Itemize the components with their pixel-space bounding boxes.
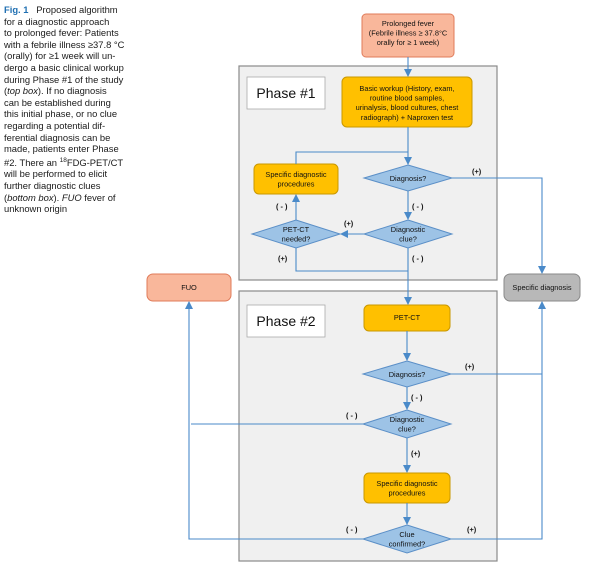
- petct-node: PET-CT: [363, 304, 451, 332]
- node-text-line: clue?: [398, 425, 416, 434]
- arrow-specproc1-to-diagnosis1: [295, 151, 408, 164]
- phase1-label-box: [246, 76, 326, 110]
- label-dx1-pos: (+): [472, 167, 482, 176]
- label-confirm-pos: (+): [467, 525, 477, 534]
- caption-line: to prolonged fever: Patients: [4, 27, 119, 39]
- caption-line: regarding a potential dif-: [4, 119, 106, 131]
- label-spec1-neg: ( - ): [276, 202, 288, 211]
- phase2-label: Phase #2: [256, 313, 315, 329]
- node-text-line: procedures: [389, 489, 426, 498]
- phase1-label: Phase #1: [256, 85, 315, 101]
- label-clue2-neg: ( - ): [346, 411, 358, 420]
- caption-line: will be performed to elicit: [4, 168, 108, 180]
- node-text-line: Diagnostic: [391, 225, 426, 234]
- node-text-line: orally for ≥ 1 week): [377, 38, 439, 47]
- prolonged-fever-node: Prolonged fever(Febrile illness ≥ 37.8°C…: [361, 13, 455, 58]
- arrow-confirm-to-specificdx: [451, 301, 546, 540]
- basic-workup-text: Basic workup (History, exam,routine bloo…: [356, 84, 459, 122]
- caption-line: #2. There an 18FDG-PET/CT: [4, 156, 124, 168]
- node-text-line: Prolonged fever: [382, 19, 435, 28]
- caption-line: can be established during: [4, 96, 111, 108]
- node-text-line: Diagnosis?: [390, 174, 427, 183]
- caption-line: (top box). If no diagnosis: [4, 85, 107, 97]
- label-clue1-neg: ( - ): [412, 254, 424, 263]
- diagnosis-1-text: Diagnosis?: [390, 174, 427, 183]
- node-text-line: PET-CT: [283, 225, 310, 234]
- specific-diagnosis-node: Specific diagnosis: [503, 273, 581, 302]
- arrow-diagnosis1-to-specificdx: [452, 177, 546, 274]
- label-clue2-pos: (+): [411, 449, 421, 458]
- caption-line: further diagnostic clues: [4, 180, 101, 192]
- node-text-line: Specific diagnosis: [512, 283, 571, 292]
- fuo-text: FUO: [181, 283, 197, 292]
- node-text-line: Basic workup (History, exam,: [359, 84, 454, 93]
- caption-line: made, patients enter Phase: [4, 143, 119, 155]
- caption-line: Proposed algorithm: [31, 4, 118, 15]
- caption-line: ferential diagnosis can be: [4, 131, 111, 143]
- prolonged-fever-text: Prolonged fever(Febrile illness ≥ 37.8°C…: [369, 19, 448, 47]
- fuo-node: FUO: [146, 273, 232, 302]
- label-dx1-neg: ( - ): [412, 202, 424, 211]
- label-dx2-pos: (+): [465, 362, 475, 371]
- node-text-line: Diagnosis?: [389, 370, 426, 379]
- node-text-line: Diagnostic: [390, 415, 425, 424]
- node-text-line: Clue: [399, 530, 414, 539]
- label-clue1-pos: (+): [344, 219, 354, 228]
- diagnosis-2-text: Diagnosis?: [389, 370, 426, 379]
- node-text-line: radiograph) + Naproxen test: [361, 113, 453, 122]
- node-text-line: Specific diagnostic: [265, 170, 327, 179]
- node-text-line: needed?: [282, 235, 311, 244]
- label-confirm-neg: ( - ): [346, 525, 358, 534]
- specific-diagnosis-text: Specific diagnosis: [512, 283, 571, 292]
- node-text-line: Specific diagnostic: [376, 479, 438, 488]
- figure-label: Fig. 1: [4, 4, 29, 15]
- node-text-line: FUO: [181, 283, 197, 292]
- node-text-line: clue?: [399, 235, 417, 244]
- node-text-line: urinalysis, blood cultures, chest: [356, 103, 459, 112]
- node-text-line: PET-CT: [394, 313, 421, 322]
- node-text-line: (Febrile illness ≥ 37.8°C: [369, 29, 448, 38]
- label-petneed-pos: (+): [278, 254, 288, 263]
- caption-line: (orally) for ≥1 week will un-: [4, 50, 116, 62]
- caption-line: during Phase #1 of the study: [4, 73, 124, 85]
- arrow-confirm-to-fuo: [185, 301, 363, 540]
- caption-line: this initial phase, or no clue: [4, 108, 118, 120]
- node-text-line: routine blood samples,: [370, 94, 444, 103]
- caption-line: unknown origin: [4, 203, 68, 215]
- arrow-petctneeded-to-phase2: [295, 248, 408, 272]
- caption-line: with a febrile illness ≥37.8 °C: [4, 38, 125, 50]
- caption-line: for a diagnostic approach: [4, 15, 110, 27]
- petct-text: PET-CT: [394, 313, 421, 322]
- caption-line: dergo a basic clinical workup: [4, 61, 124, 73]
- basic-workup-node: Basic workup (History, exam,routine bloo…: [341, 76, 473, 128]
- caption-line: (bottom box). FUO fever of: [4, 191, 116, 203]
- phase2-label-box: [246, 304, 326, 338]
- node-text-line: confirmed?: [389, 540, 426, 549]
- node-text-line: procedures: [278, 180, 315, 189]
- label-dx2-neg: ( - ): [411, 393, 423, 402]
